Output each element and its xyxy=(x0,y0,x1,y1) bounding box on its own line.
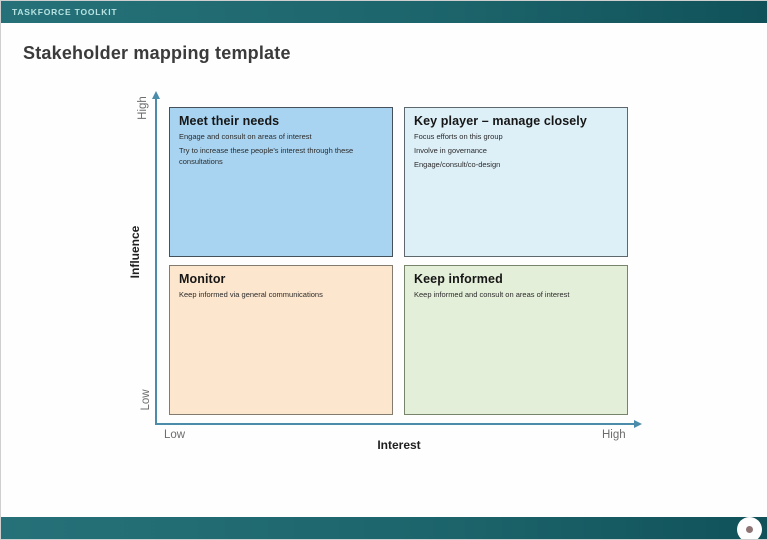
y-axis-low-label: Low xyxy=(140,389,152,411)
quadrant-key-player: Key player – manage closely Focus effort… xyxy=(404,107,628,257)
x-axis-title: Interest xyxy=(377,438,421,452)
quadrant-line: Involve in governance xyxy=(414,145,487,155)
quadrant-title: Key player – manage closely xyxy=(414,114,587,128)
quadrant-line: Focus efforts on this group xyxy=(414,132,503,141)
page-title: Stakeholder mapping template xyxy=(23,43,291,63)
y-axis-title: Influence xyxy=(128,225,142,279)
quadrant-line: Try to increase these people's interest … xyxy=(179,145,354,166)
quadrant-line: Engage/consult/co-design xyxy=(414,159,501,169)
footer-dot-icon xyxy=(737,517,762,539)
quadrant-monitor: Monitor Keep informed via general commun… xyxy=(169,265,393,415)
x-axis-arrow-icon xyxy=(634,420,642,428)
x-axis-line xyxy=(155,423,636,425)
footer-dot-inner-icon xyxy=(746,526,753,533)
quadrant-line: Keep informed via general communications xyxy=(179,290,323,299)
quadrant-keep-informed: Keep informed Keep informed and consult … xyxy=(404,265,628,415)
quadrant-title: Monitor xyxy=(179,272,226,286)
quadrant-line: Keep informed and consult on areas of in… xyxy=(414,290,570,299)
x-axis-high-label: High xyxy=(602,429,626,441)
brand-text: TASKFORCE TOOLKIT xyxy=(12,7,118,17)
bottom-brand-bar xyxy=(1,517,767,539)
quadrant-title: Keep informed xyxy=(414,272,503,286)
x-axis-low-label: Low xyxy=(164,429,186,441)
y-axis-arrow-icon xyxy=(152,91,160,99)
top-brand-bar: TASKFORCE TOOLKIT xyxy=(1,1,767,23)
quadrant-line: Engage and consult on areas of interest xyxy=(179,132,312,141)
quadrant-title: Meet their needs xyxy=(179,114,280,128)
y-axis-high-label: High xyxy=(137,96,149,120)
quadrant-meet-their-needs: Meet their needs Engage and consult on a… xyxy=(169,107,393,257)
y-axis-line xyxy=(155,98,157,424)
